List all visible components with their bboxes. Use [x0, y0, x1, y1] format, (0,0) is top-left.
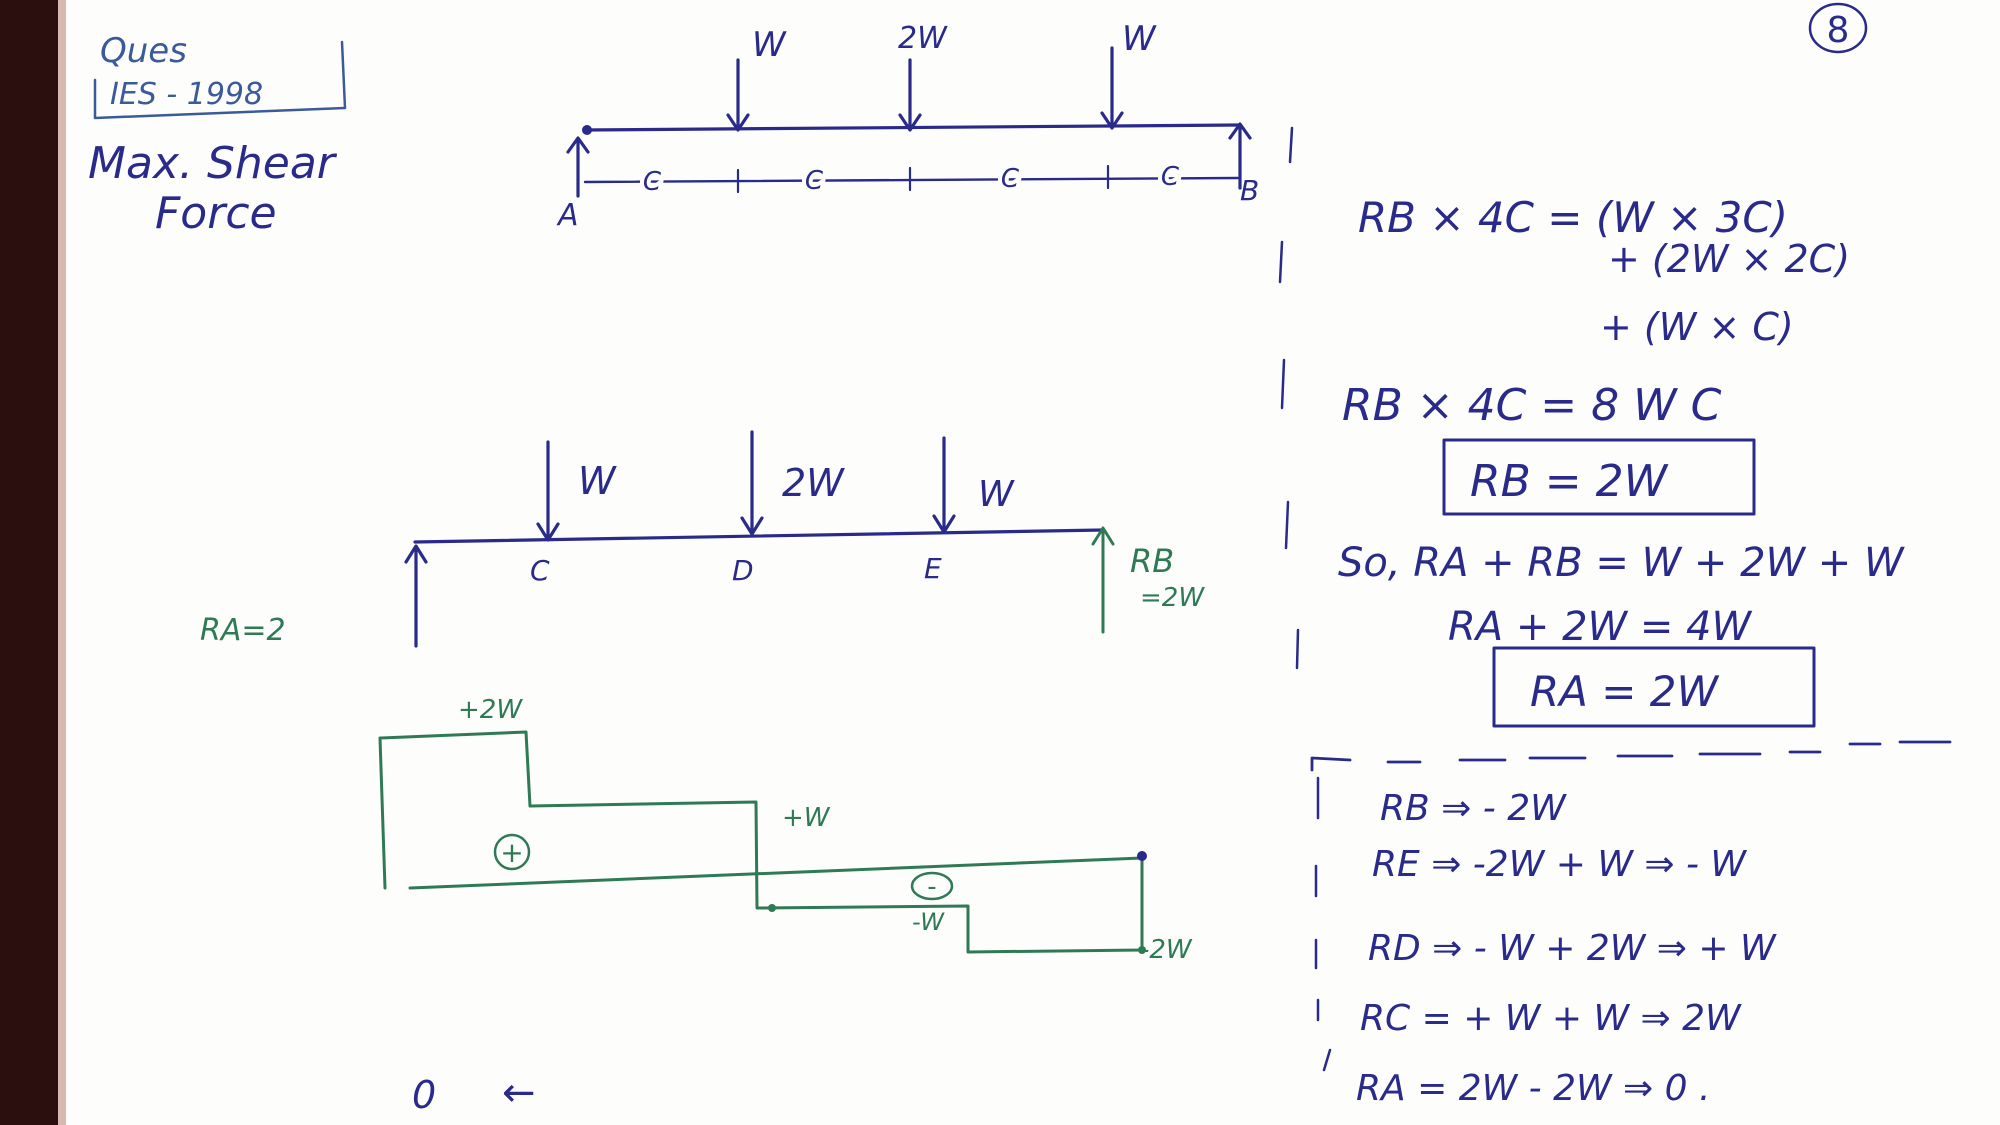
mid-load-label-3: W — [978, 474, 1015, 515]
span-label-3: C — [1001, 164, 1020, 194]
page-number-text: 8 — [1827, 10, 1850, 51]
ques-label: Ques — [100, 31, 187, 71]
sfd-minus-sign: - — [927, 872, 936, 902]
support-a-label: A — [556, 198, 579, 233]
top-load-label-1: W — [752, 25, 787, 65]
sfd-plus-sign: + — [500, 836, 523, 869]
sfd-plus-circle — [493, 833, 531, 871]
calc-line-3: + (W × C) — [1600, 305, 1794, 349]
ies-label: IES - 1998 — [110, 77, 263, 112]
shear-line-3: RD ⇒ - W + 2W ⇒ + W — [1368, 928, 1777, 969]
sfd-pos-label: +2W — [458, 695, 523, 725]
pin-a — [582, 125, 592, 135]
sfd-minus-circle — [910, 871, 954, 901]
mid-beam-diagram: W 2W W C D E RA=2 RB =2W — [200, 430, 1205, 648]
mid-load-label-2: 2W — [782, 461, 845, 505]
topic-line2: Force — [155, 188, 277, 239]
result-rb: RB = 2W — [1470, 456, 1669, 507]
span-dimension-line — [583, 176, 1240, 184]
sfd-outline — [378, 730, 1144, 954]
question-header: Ques IES - 1998 — [93, 31, 347, 120]
span-label-4: C — [1161, 162, 1180, 192]
result-ra: RA = 2W — [1530, 667, 1720, 716]
page-divider — [1278, 126, 1300, 670]
top-beam-diagram: W 2W W A B C C C C C C C C — [556, 19, 1259, 233]
rb-green-label-2: =2W — [1140, 583, 1205, 613]
calc-line-6: RA + 2W = 4W — [1448, 604, 1752, 650]
page-edge — [0, 0, 58, 1125]
sfd-end-label: -2W — [1140, 935, 1193, 965]
topic-title: Max. Shear Force — [88, 138, 338, 239]
sfd-baseline — [408, 856, 1144, 890]
shear-force-diagram: +2W +W -W -2W + - — [378, 695, 1193, 965]
page-edge-highlight — [58, 0, 66, 1125]
section-separator — [1310, 740, 1952, 1072]
shear-line-5: RA = 2W - 2W ⇒ 0 . — [1356, 1068, 1710, 1109]
point-c-label: C — [530, 554, 550, 587]
bottom-note-arrow: ← — [502, 1070, 536, 1116]
shear-line-2: RE ⇒ -2W + W ⇒ - W — [1372, 844, 1747, 885]
rb-green-label-1: RB — [1130, 542, 1174, 580]
ra-green-label: RA=2 — [200, 613, 286, 648]
calc-line-4: RB × 4C = 8 W C — [1342, 380, 1722, 431]
sfd-neg-label: -W — [912, 908, 945, 936]
bottom-note-zero: 0 — [412, 1073, 436, 1117]
top-load-label-3: W — [1122, 19, 1157, 59]
mid-beam-line — [413, 528, 1105, 544]
page-number: 8 — [1808, 2, 1868, 54]
calc-line-5: So, RA + RB = W + 2W + W — [1338, 540, 1905, 586]
shear-calc-block: RB ⇒ - 2W RE ⇒ -2W + W ⇒ - W RD ⇒ - W + … — [1356, 788, 1777, 1109]
span-label-1: C — [643, 167, 662, 197]
result-box-rb — [1442, 438, 1756, 516]
paper-sheet — [66, 0, 2000, 1125]
topic-line1: Max. Shear — [88, 138, 338, 189]
top-load-label-2: 2W — [898, 21, 948, 56]
bottom-note: 0 ← — [412, 1070, 536, 1117]
result-box-ra — [1492, 646, 1816, 728]
support-b-label: B — [1240, 174, 1259, 207]
mid-load-label-1: W — [578, 459, 617, 503]
sfd-mid-label: +W — [782, 803, 831, 833]
shear-line-4: RC = + W + W ⇒ 2W — [1360, 998, 1742, 1039]
calculation-block: RB × 4C = (W × 3C) + (2W × 2C) + (W × C)… — [1338, 193, 1905, 728]
calc-line-2: + (2W × 2C) — [1608, 237, 1850, 281]
point-e-label: E — [924, 552, 942, 585]
span-label-2: C — [805, 166, 824, 196]
shear-line-1: RB ⇒ - 2W — [1380, 788, 1567, 829]
calc-line-1: RB × 4C = (W × 3C) — [1358, 193, 1788, 242]
point-d-label: D — [732, 554, 754, 587]
